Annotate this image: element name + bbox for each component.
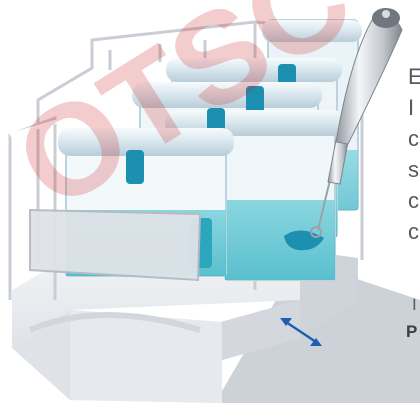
side-text-line-6: c [408,221,419,243]
side-footer-line-1: I [412,296,417,313]
side-footer-line-2: P [406,323,417,340]
side-text-line-3: c [408,128,419,150]
side-text-line-5: c [408,190,419,212]
side-text-line-4: s [408,159,419,181]
side-text-line-1: E [408,66,420,88]
side-text-line-2: I [408,97,414,119]
